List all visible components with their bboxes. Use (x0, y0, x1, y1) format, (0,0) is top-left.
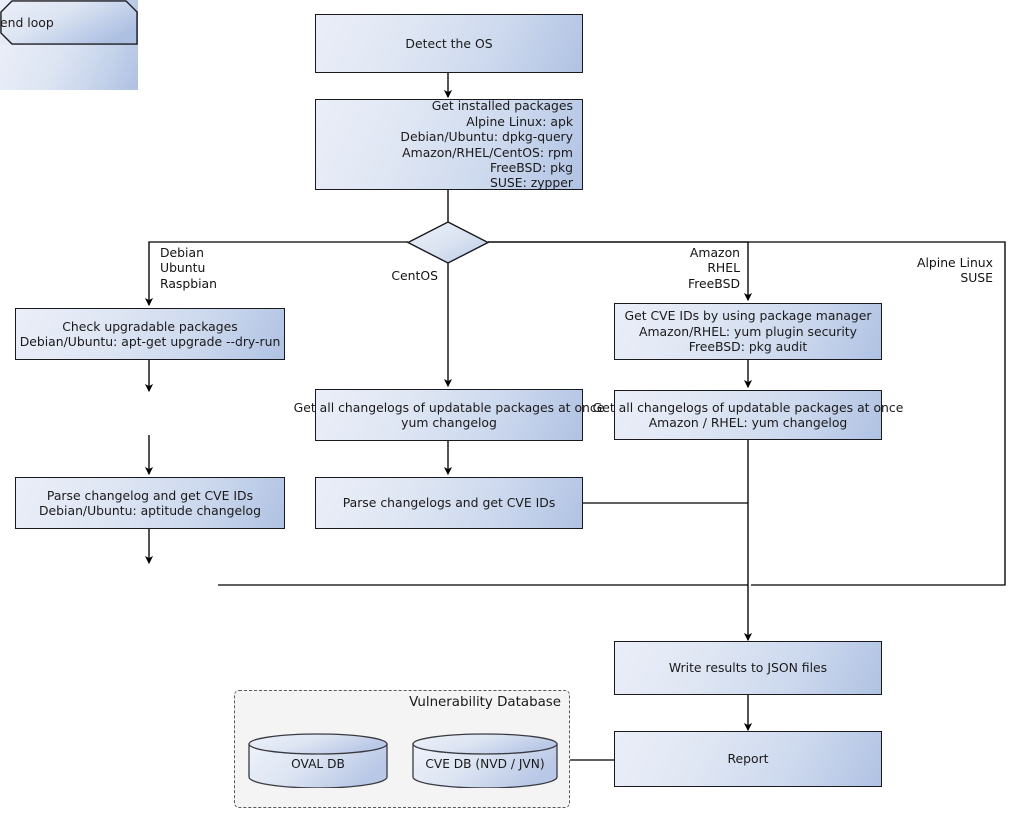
node-parse-changelog-debian-label: Parse changelog and get CVE IDs Debian/U… (39, 487, 261, 518)
node-changelogs-rhel[interactable]: Get all changelogs of updatable packages… (593, 390, 903, 440)
node-report[interactable]: Report (614, 731, 882, 787)
node-check-upgradable-packages[interactable]: Check upgradable packages Debian/Ubuntu:… (15, 308, 285, 360)
node-parse-changelog-debian[interactable]: Parse changelog and get CVE IDs Debian/U… (15, 477, 285, 529)
node-os-decision[interactable] (406, 220, 490, 265)
node-get-installed-packages-label: Get installed packages Alpine Linux: apk… (400, 98, 573, 191)
edge-label-centos: CentOS (391, 268, 438, 283)
db-oval[interactable]: OVAL DB (248, 733, 388, 789)
node-detect-os-label: Detect the OS (405, 35, 493, 51)
node-get-installed-packages[interactable]: Get installed packages Alpine Linux: apk… (315, 98, 583, 191)
db-cve[interactable]: CVE DB (NVD / JVN) (412, 733, 558, 789)
node-changelogs-rhel-label: Get all changelogs of updatable packages… (592, 399, 904, 430)
node-get-cve-ids-package-manager[interactable]: Get CVE IDs by using package manager Ama… (614, 303, 882, 360)
edge-label-alpine: Alpine Linux SUSE (916, 255, 993, 286)
node-parse-changelogs-centos[interactable]: Parse changelogs and get CVE IDs (315, 477, 583, 529)
node-write-results-json-label: Write results to JSON files (668, 660, 828, 676)
node-report-label: Report (727, 751, 769, 767)
edge-label-amazon: Amazon RHEL FreeBSD (688, 245, 740, 291)
edge-label-debian: Debian Ubuntu Raspbian (160, 245, 218, 291)
node-write-results-json[interactable]: Write results to JSON files (614, 641, 882, 695)
group-vulnerability-database-title: Vulnerability Database (409, 695, 561, 710)
node-end-loop[interactable]: end loop (0, 0, 138, 90)
node-check-upgradable-packages-label: Check upgradable packages Debian/Ubuntu:… (19, 318, 281, 349)
node-detect-os[interactable]: Detect the OS (315, 14, 583, 73)
node-changelogs-centos[interactable]: Get all changelogs of updatable packages… (294, 389, 604, 441)
node-get-cve-ids-package-manager-label: Get CVE IDs by using package manager Ama… (624, 308, 872, 355)
node-changelogs-centos-label: Get all changelogs of updatable packages… (293, 399, 605, 430)
node-parse-changelogs-centos-label: Parse changelogs and get CVE IDs (342, 495, 556, 511)
node-end-loop-label: end loop (0, 15, 54, 30)
